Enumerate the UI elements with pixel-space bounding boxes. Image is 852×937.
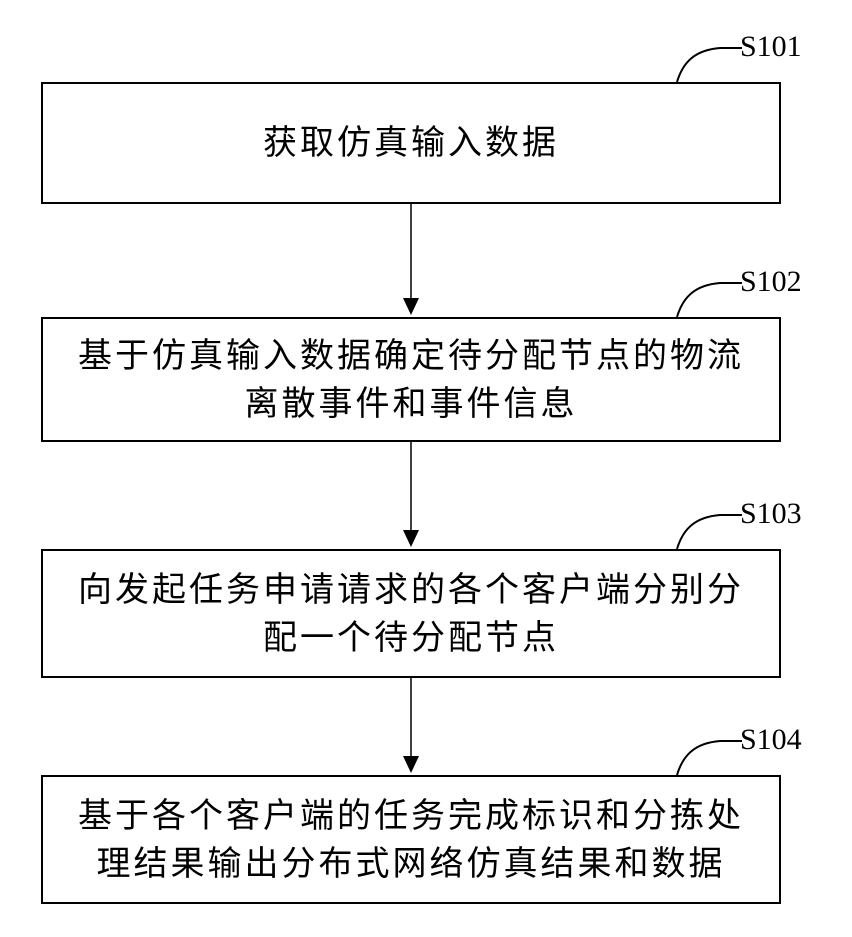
step-label-s104: S104	[740, 725, 802, 755]
step-label-s103: S103	[740, 499, 802, 529]
step-box-s103: 向发起任务申请请求的各个客户端分别分配一个待分配节点	[41, 549, 781, 678]
label-leader-s101	[677, 48, 742, 82]
step-box-s102: 基于仿真输入数据确定待分配节点的物流离散事件和事件信息	[41, 317, 781, 442]
step-text-s101: 获取仿真输入数据	[245, 119, 577, 167]
step-text-s103: 向发起任务申请请求的各个客户端分别分配一个待分配节点	[43, 566, 779, 662]
step-box-s101: 获取仿真输入数据	[41, 82, 781, 204]
flow-arrowhead-3	[403, 756, 419, 773]
flow-arrowhead-2	[403, 530, 419, 547]
label-leader-s103	[677, 515, 742, 549]
label-leader-s104	[677, 741, 742, 775]
step-text-s104: 基于各个客户端的任务完成标识和分拣处理结果输出分布式网络仿真结果和数据	[43, 792, 779, 888]
label-leader-s102	[677, 283, 742, 317]
step-text-s102: 基于仿真输入数据确定待分配节点的物流离散事件和事件信息	[43, 332, 779, 428]
flow-arrowhead-1	[403, 298, 419, 315]
step-box-s104: 基于各个客户端的任务完成标识和分拣处理结果输出分布式网络仿真结果和数据	[41, 775, 781, 904]
step-label-s102: S102	[740, 267, 802, 297]
step-label-s101: S101	[740, 32, 802, 62]
